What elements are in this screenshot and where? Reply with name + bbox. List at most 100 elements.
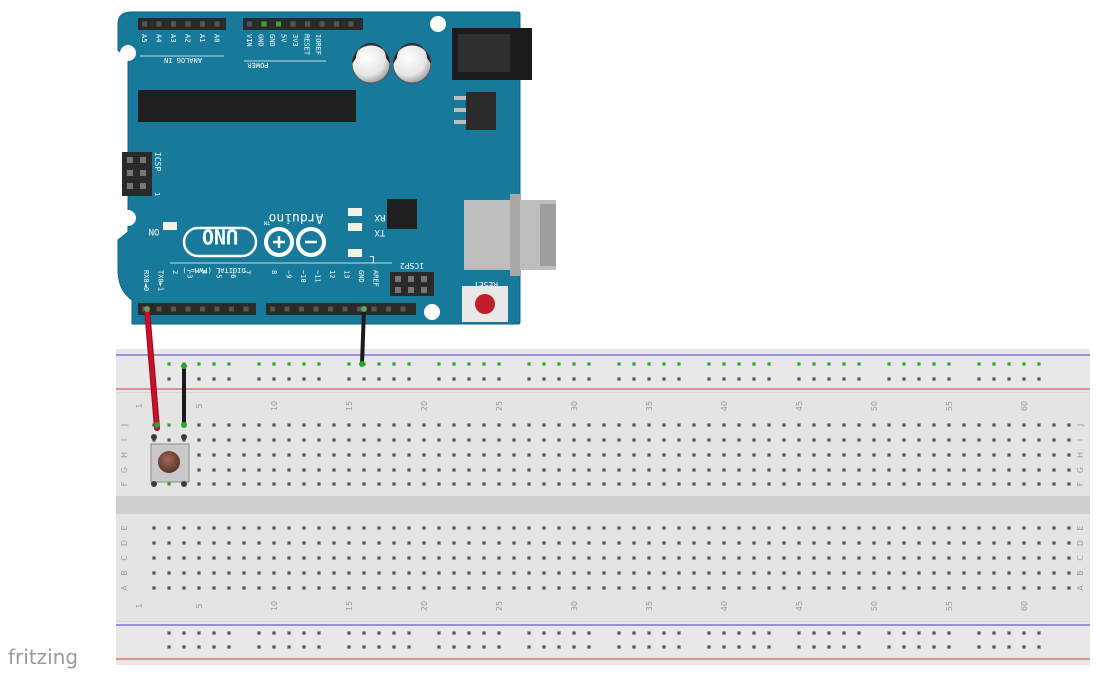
header-pin bbox=[313, 306, 319, 312]
breadboard-hole bbox=[437, 423, 441, 427]
header-pin bbox=[247, 21, 252, 27]
breadboard-hole bbox=[407, 586, 411, 590]
breadboard-hole bbox=[857, 423, 861, 427]
breadboard-hole bbox=[707, 571, 711, 575]
breadboard-hole bbox=[812, 541, 816, 545]
rail-hole bbox=[557, 377, 561, 381]
breadboard-hole bbox=[917, 556, 921, 560]
pushbutton-leg bbox=[151, 481, 157, 487]
breadboard-hole bbox=[677, 423, 681, 427]
breadboard-hole bbox=[1067, 526, 1071, 530]
breadboard-hole bbox=[347, 541, 351, 545]
breadboard-hole bbox=[737, 438, 741, 442]
rail-hole bbox=[257, 645, 261, 649]
icsp-pin1-label: 1 bbox=[153, 192, 161, 196]
power-jack-inner bbox=[458, 34, 510, 72]
breadboard-hole bbox=[962, 453, 966, 457]
power-title: POWER bbox=[247, 61, 269, 69]
icsp2-pin bbox=[408, 287, 414, 293]
rail-hole bbox=[377, 645, 381, 649]
breadboard-hole bbox=[632, 571, 636, 575]
breadboard-hole bbox=[797, 453, 801, 457]
header-pin bbox=[386, 306, 391, 312]
power-header bbox=[243, 18, 363, 30]
breadboard-hole bbox=[362, 423, 366, 427]
breadboard-hole bbox=[227, 438, 231, 442]
wire-end bbox=[154, 422, 160, 428]
breadboard-hole bbox=[317, 453, 321, 457]
breadboard-hole bbox=[887, 453, 891, 457]
header-pin bbox=[334, 21, 339, 27]
column-number: 40 bbox=[720, 601, 729, 611]
breadboard-hole bbox=[662, 541, 666, 545]
breadboard-hole bbox=[722, 468, 726, 472]
breadboard-hole bbox=[992, 586, 996, 590]
icsp-pins bbox=[127, 157, 146, 189]
breadboard-hole bbox=[962, 526, 966, 530]
breadboard-hole bbox=[842, 438, 846, 442]
icsp-pin bbox=[127, 183, 133, 189]
column-number: 1 bbox=[135, 403, 144, 408]
wire-end bbox=[359, 361, 365, 367]
breadboard-hole bbox=[587, 453, 591, 457]
breadboard-hole bbox=[752, 541, 756, 545]
breadboard-hole bbox=[362, 556, 366, 560]
rail-hole bbox=[842, 631, 846, 635]
rail-hole bbox=[497, 377, 501, 381]
breadboard-hole bbox=[182, 556, 186, 560]
rail-hole bbox=[917, 645, 921, 649]
breadboard-hole bbox=[1052, 468, 1056, 472]
breadboard-hole bbox=[332, 586, 336, 590]
column-number: 30 bbox=[570, 401, 579, 411]
rail-hole bbox=[662, 631, 666, 635]
breadboard-hole bbox=[302, 571, 306, 575]
rail-hole bbox=[182, 645, 186, 649]
breadboard-hole bbox=[992, 541, 996, 545]
rail-hole bbox=[257, 377, 261, 381]
breadboard-hole bbox=[992, 453, 996, 457]
breadboard-hole bbox=[542, 586, 546, 590]
rail-hole bbox=[317, 631, 321, 635]
breadboard-hole bbox=[797, 586, 801, 590]
model-label: UNO bbox=[202, 225, 238, 249]
breadboard-hole bbox=[377, 453, 381, 457]
breadboard-hole bbox=[782, 526, 786, 530]
digital-pin-label: RX0◄0 bbox=[142, 270, 150, 291]
rail-hole bbox=[527, 631, 531, 635]
rail-hole bbox=[572, 362, 576, 366]
breadboard-hole bbox=[872, 453, 876, 457]
breadboard-hole bbox=[677, 468, 681, 472]
breadboard-hole bbox=[962, 423, 966, 427]
breadboard-hole bbox=[422, 482, 426, 486]
rail-hole bbox=[797, 377, 801, 381]
rail-hole bbox=[1037, 645, 1041, 649]
wire-end bbox=[181, 422, 187, 428]
column-number: 5 bbox=[195, 603, 204, 608]
row-letter: F bbox=[1076, 481, 1085, 486]
breadboard-hole bbox=[467, 423, 471, 427]
breadboard-hole bbox=[212, 482, 216, 486]
breadboard-hole bbox=[827, 423, 831, 427]
rail-hole bbox=[392, 645, 396, 649]
rail-hole bbox=[707, 645, 711, 649]
header-pin bbox=[156, 21, 162, 27]
tx-led bbox=[348, 223, 362, 231]
breadboard-hole bbox=[317, 482, 321, 486]
breadboard-hole bbox=[497, 482, 501, 486]
rail-hole bbox=[977, 377, 981, 381]
breadboard-hole bbox=[887, 423, 891, 427]
breadboard-hole bbox=[782, 453, 786, 457]
microcontroller-chip bbox=[138, 90, 356, 122]
breadboard-hole bbox=[197, 468, 201, 472]
breadboard-hole bbox=[362, 586, 366, 590]
breadboard-hole bbox=[452, 438, 456, 442]
column-number: 55 bbox=[945, 401, 954, 411]
breadboard-hole bbox=[302, 468, 306, 472]
breadboard-hole bbox=[587, 556, 591, 560]
breadboard-hole bbox=[272, 526, 276, 530]
breadboard-hole bbox=[212, 571, 216, 575]
breadboard-hole bbox=[887, 468, 891, 472]
header-pin bbox=[171, 306, 176, 312]
breadboard-hole bbox=[212, 453, 216, 457]
breadboard-hole bbox=[602, 453, 606, 457]
